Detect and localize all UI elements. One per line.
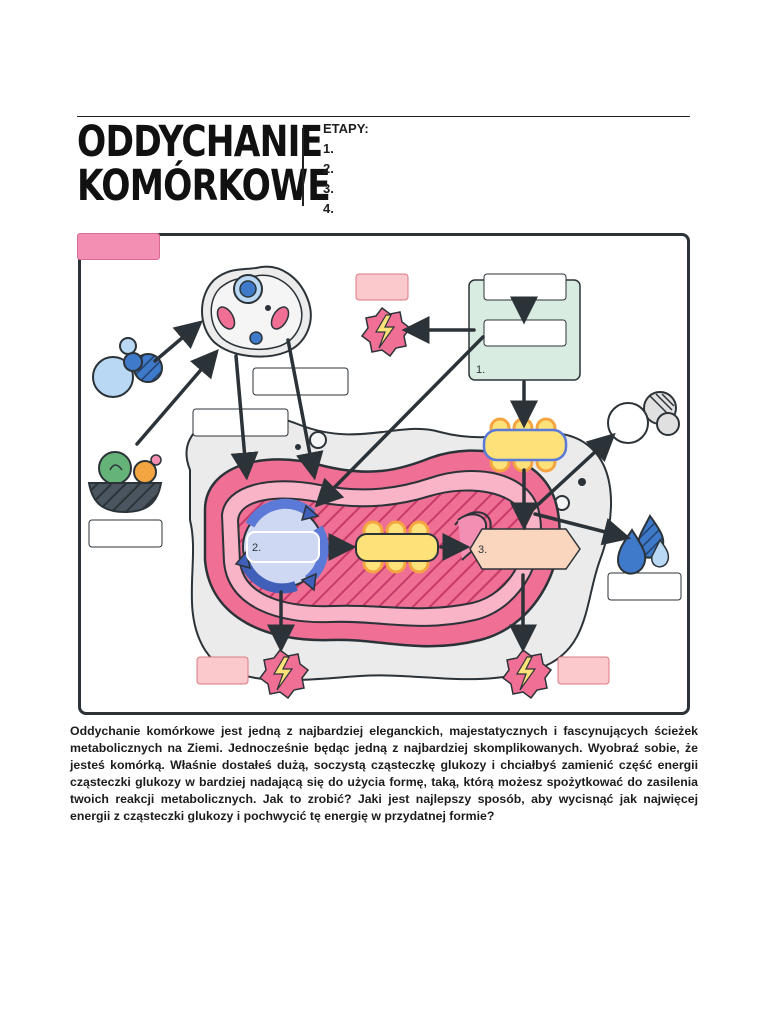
page-title: ODDYCHANIE KOMÓRKOWE <box>77 117 331 211</box>
diagram-tag <box>77 233 160 260</box>
stage-3-label: 3. <box>323 181 334 196</box>
title-line-2: KOMÓRKOWE <box>77 161 331 211</box>
step-1-label: 1. <box>476 364 485 376</box>
title-divider <box>302 128 304 206</box>
cell-icon <box>201 265 312 358</box>
step-2-label: 2. <box>252 542 261 554</box>
description-paragraph: Oddychanie komórkowe jest jedną z najbar… <box>70 724 698 823</box>
answer-box-cell-right[interactable] <box>252 367 349 396</box>
title-line-1: ODDYCHANIE <box>77 117 323 167</box>
answer-box-pink-top[interactable] <box>355 273 409 301</box>
krebs-cycle-icon <box>234 498 329 594</box>
lightning-energy-icon <box>258 648 310 700</box>
step-3-label: 3. <box>478 544 487 556</box>
answer-box-food[interactable] <box>88 519 163 548</box>
answer-box-pink-bottom-left[interactable] <box>196 656 249 685</box>
co2-cloud-icon <box>607 391 680 444</box>
answer-box-water[interactable] <box>607 572 682 601</box>
stages-label: ETAPY: <box>323 121 369 136</box>
top-rule <box>77 116 690 117</box>
lightning-energy-icon <box>360 306 412 358</box>
diagram-frame <box>78 233 690 715</box>
arrows <box>135 296 632 653</box>
transport-capsule-top <box>482 417 568 473</box>
water-drop-icon <box>616 514 670 575</box>
answer-box-green-top[interactable] <box>483 273 567 301</box>
molecule-icon <box>92 337 163 398</box>
answer-box-pink-bottom-right[interactable] <box>557 656 610 685</box>
stage-1-label: 1. <box>323 141 334 156</box>
transport-capsule-mid <box>355 520 439 574</box>
stages-list: ETAPY: 1. 2. 3. 4. <box>323 119 369 219</box>
stage-4-label: 4. <box>323 201 334 216</box>
stage-2-label: 2. <box>323 161 334 176</box>
food-bowl-icon <box>87 451 163 514</box>
lightning-energy-icon <box>501 648 553 700</box>
answer-box-green-mid[interactable] <box>483 319 567 347</box>
